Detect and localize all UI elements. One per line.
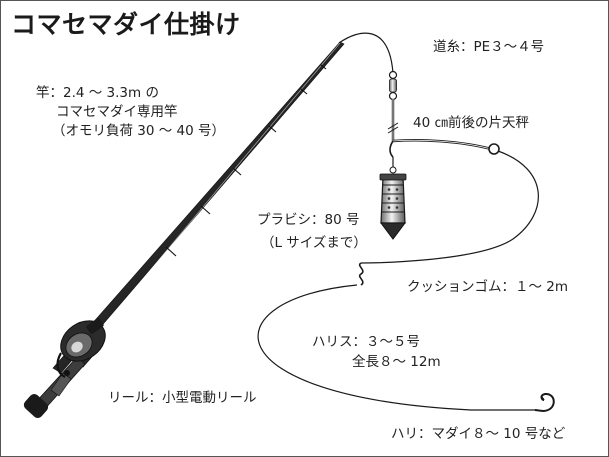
rod-label-type: コマセマダイ専用竿 — [56, 104, 178, 120]
hook — [534, 393, 555, 413]
chum-basket — [379, 157, 407, 240]
main-line-label: 道糸：PE３～４号 — [433, 39, 545, 55]
diagram-title: コマセマダイ仕掛け — [11, 10, 241, 39]
harisu-label-length: 全長８～ 12m — [352, 354, 441, 370]
tenbin-label: 40 ㎝前後の片天秤 — [413, 115, 529, 131]
rod-label-load: （オモリ負荷 30 ～ 40 号） — [52, 123, 226, 139]
hook-label: ハリ：マダイ８～ 10 号など — [391, 426, 566, 442]
reel-label: リール：小型電動リール — [108, 390, 257, 406]
sinker-label-weight: プラビシ：80 号 — [257, 212, 360, 228]
sinker-label-size: （L サイズまで） — [261, 235, 367, 251]
electric-reel — [56, 318, 106, 378]
main-line — [338, 32, 394, 74]
cushion-rubber — [358, 262, 364, 286]
tenbin-arm — [387, 99, 500, 158]
rod-label-length: 竿：2.4 ～ 3.3m の — [36, 85, 159, 101]
swivel — [388, 70, 398, 101]
cushion-label: クッションゴム：１～ 2m — [407, 279, 569, 295]
harisu-line — [257, 284, 537, 411]
leader-line — [360, 150, 539, 264]
harisu-label-size: ハリス：３～５号 — [312, 334, 420, 350]
